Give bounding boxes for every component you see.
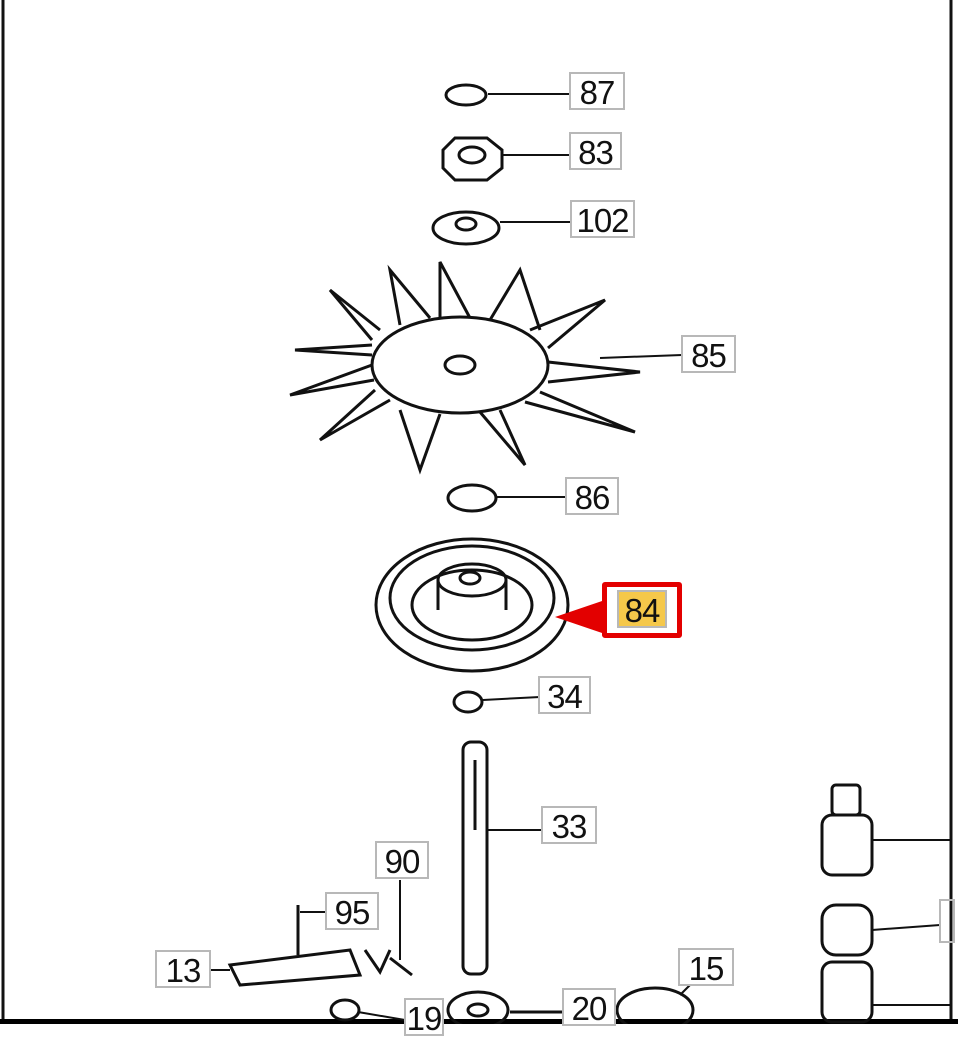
part-102-washer [431, 210, 570, 246]
part-33-shaft [461, 740, 542, 976]
part-label-87[interactable]: 87 [569, 72, 625, 111]
part-label-90[interactable]: 90 [375, 841, 429, 880]
part-85-fan [289, 261, 683, 475]
part-84-pulley [374, 537, 605, 673]
part-label-20[interactable]: 20 [562, 988, 616, 1027]
part-label-95[interactable]: 95 [325, 892, 379, 931]
part-label-84[interactable]: 84 [617, 590, 667, 629]
part-19-20-15-bottom [329, 984, 695, 1024]
part-label-86[interactable]: 86 [565, 477, 619, 516]
part-87-ring [444, 83, 570, 107]
part-label-19[interactable]: 19 [404, 998, 444, 1037]
highlight-callout [602, 582, 682, 638]
part-34-key [452, 690, 541, 714]
part-label-34[interactable]: 34 [538, 676, 591, 715]
part-label-15[interactable]: 15 [678, 948, 734, 987]
right-side-parts [820, 783, 955, 1024]
part-13-bracket [210, 880, 413, 987]
part-86-washer [446, 483, 566, 513]
part-label-102[interactable]: 102 [570, 200, 635, 239]
frame-bottom [0, 1019, 958, 1024]
part-label-85[interactable]: 85 [681, 335, 736, 374]
part-83-nut [441, 136, 570, 182]
part-label-83[interactable]: 83 [569, 132, 622, 171]
part-label-33[interactable]: 33 [541, 806, 597, 845]
part-label-13[interactable]: 13 [155, 950, 211, 989]
